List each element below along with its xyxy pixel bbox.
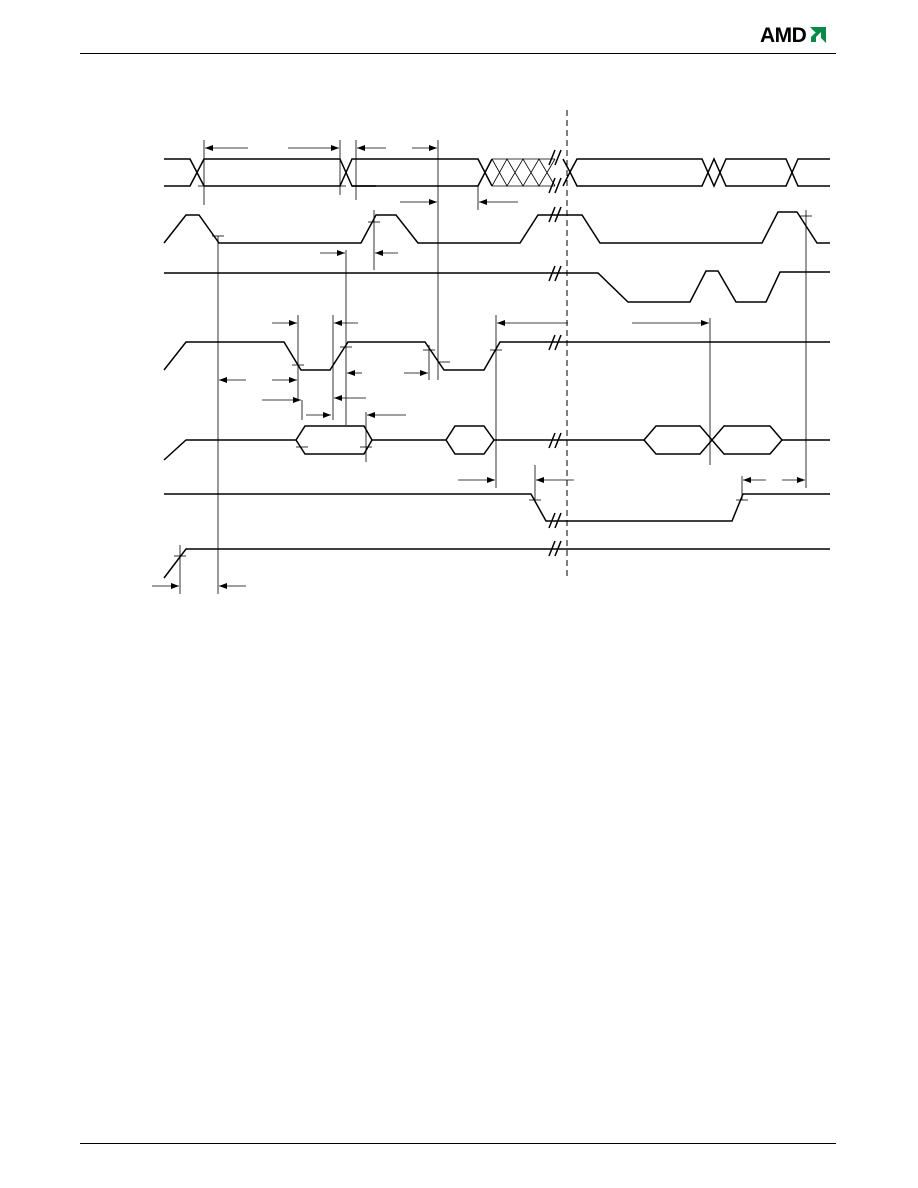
amd-logo: AMD (760, 24, 827, 48)
reference-lines (179, 140, 807, 594)
header-rule (80, 53, 836, 54)
amd-arrow-icon (810, 27, 827, 43)
signal-row-3 (164, 270, 830, 303)
signal-row-4 (163, 341, 830, 371)
signal-data (163, 425, 830, 461)
signal-address (164, 157, 830, 188)
signal-row-7 (163, 548, 830, 579)
break-marks (548, 149, 562, 557)
timing-arrows (152, 145, 805, 589)
logo-text: AMD (760, 24, 807, 47)
footer-rule (80, 1143, 836, 1144)
tick-marks (174, 185, 812, 557)
signal-row-6 (164, 493, 830, 522)
signal-row-2 (163, 211, 830, 244)
